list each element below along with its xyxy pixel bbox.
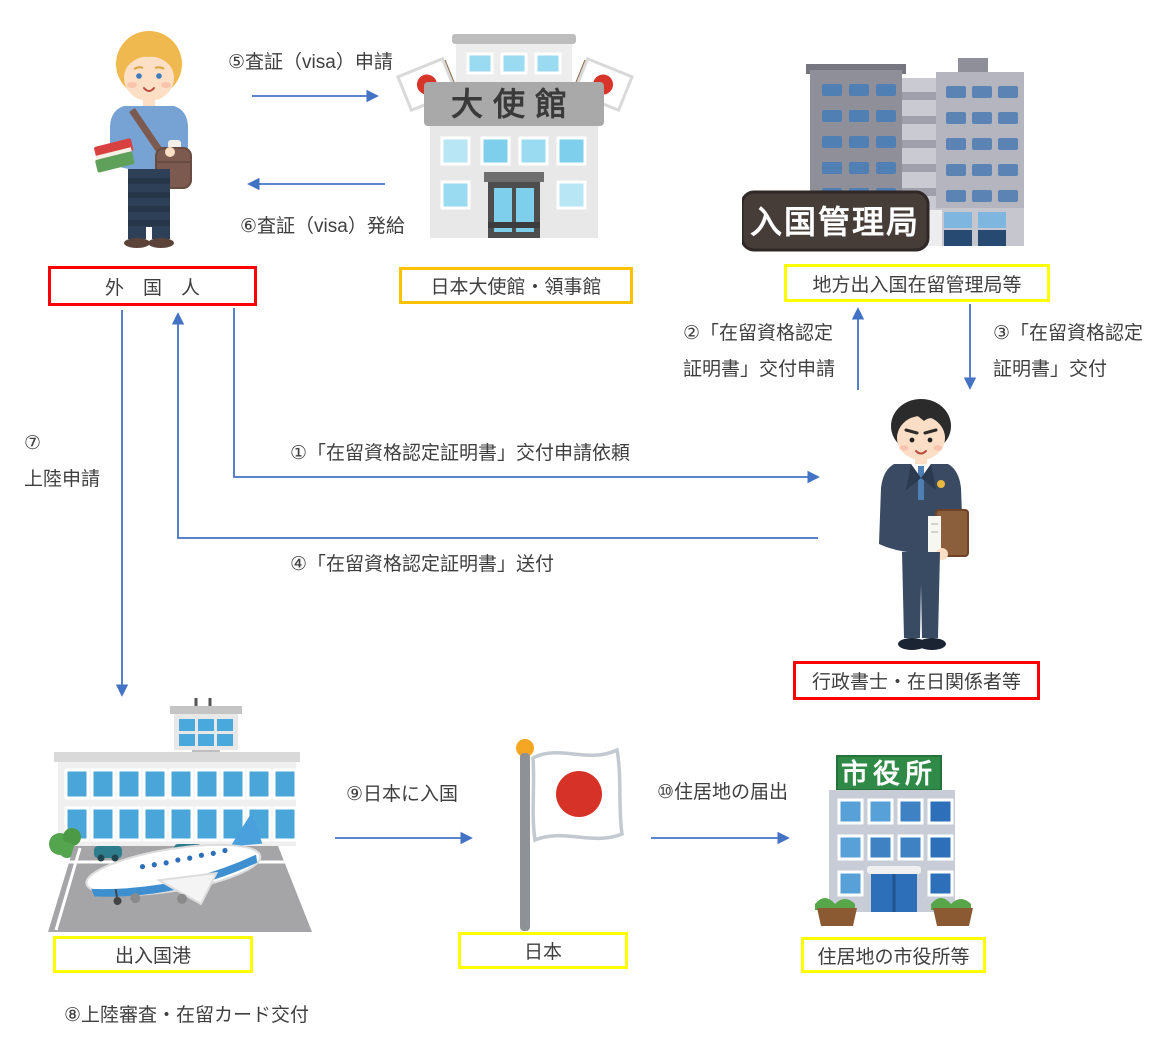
step7-caption-line2: 上陸申請 xyxy=(24,469,101,490)
step2-caption-line2: 証明書」交付申請 xyxy=(683,359,836,380)
japan-flag-illustration xyxy=(516,739,624,931)
japan-label: 日本 xyxy=(523,942,562,963)
step7-caption: ⑦ 上陸申請 xyxy=(24,426,100,498)
airport-label-box: 出入国港 xyxy=(53,936,253,973)
step2-caption-line1: ②「在留資格認定 xyxy=(683,323,834,344)
embassy-label: 日本大使館・領事館 xyxy=(430,277,602,298)
japan-label-box: 日本 xyxy=(458,932,628,969)
step10-caption: ⑩住居地の届出 xyxy=(657,782,789,803)
immigration-bureau-sign-text: 入国管理局 xyxy=(750,204,920,240)
step2-caption: ②「在留資格認定 証明書」交付申請 xyxy=(683,316,835,388)
embassy-label-box: 日本大使館・領事館 xyxy=(399,267,633,304)
embassy-building-illustration: 大使館 xyxy=(395,34,635,238)
step4-caption: ④「在留資格認定証明書」送付 xyxy=(290,554,555,575)
step3-caption-line2: 証明書」交付 xyxy=(993,359,1108,380)
step9-caption: ⑨日本に入国 xyxy=(346,784,459,805)
city-hall-building-illustration: 市役所 xyxy=(815,755,973,926)
step3-caption-line1: ③「在留資格認定 xyxy=(993,323,1144,344)
scrivener-label-box: 行政書士・在日関係者等 xyxy=(793,661,1040,700)
city-hall-label: 住居地の市役所等 xyxy=(817,946,970,968)
step1-caption: ①「在留資格認定証明書」交付申請依頼 xyxy=(290,443,631,464)
scrivener-label: 行政書士・在日関係者等 xyxy=(811,672,1021,693)
airport-label: 出入国港 xyxy=(114,946,191,967)
immigration-bureau-building-illustration: 入国管理局 xyxy=(742,58,1024,252)
step6-caption: ⑥査証（visa）発給 xyxy=(240,216,405,237)
businessman-illustration xyxy=(879,399,969,650)
city-hall-label-box: 住居地の市役所等 xyxy=(801,937,986,973)
immigration-bureau-label: 地方出入国在留管理局等 xyxy=(812,274,1022,296)
foreigner-label-box: 外 国 人 xyxy=(48,266,257,306)
step5-caption: ⑤査証（visa）申請 xyxy=(228,52,393,73)
immigration-bureau-label-box: 地方出入国在留管理局等 xyxy=(784,264,1050,302)
city-hall-sign-text: 市役所 xyxy=(841,758,937,789)
step8-caption: ⑧上陸審査・在留カード交付 xyxy=(64,1005,310,1026)
airport-illustration xyxy=(48,698,312,932)
step3-caption: ③「在留資格認定 証明書」交付 xyxy=(993,316,1143,388)
foreigner-label: 外 国 人 xyxy=(104,277,200,299)
step7-caption-line1: ⑦ xyxy=(24,433,42,454)
embassy-sign-text: 大使館 xyxy=(451,86,577,122)
traveler-person-illustration xyxy=(94,31,192,248)
